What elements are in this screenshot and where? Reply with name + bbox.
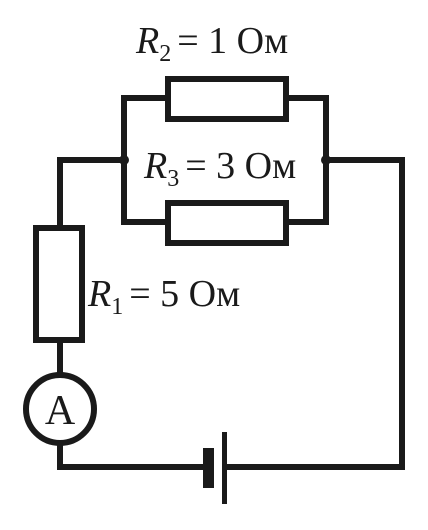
- battery-positive-plate: [222, 432, 227, 504]
- label-r1-value: = 5 Ом: [129, 273, 240, 315]
- label-r1-index: 1: [111, 294, 123, 320]
- wire-right-to-battery: [223, 157, 405, 470]
- junction-node-left: [119, 155, 129, 165]
- label-r3-index: 3: [167, 166, 179, 192]
- label-r3: R3= 3 Ом: [143, 145, 296, 192]
- ammeter-letter: A: [45, 388, 76, 434]
- wire-r3-branch-right: [283, 157, 329, 225]
- battery-negative-plate: [203, 448, 214, 488]
- label-r1: R1= 5 Ом: [87, 273, 240, 320]
- label-r2: R2= 1 Ом: [135, 20, 288, 67]
- battery: [203, 432, 227, 504]
- wire-r2-branch: [121, 95, 171, 163]
- ammeter: A: [23, 372, 97, 446]
- ammeter-circle: [23, 372, 97, 446]
- wire-left-to-r1: [57, 157, 127, 231]
- wires: [57, 95, 405, 470]
- wire-r3-branch: [121, 157, 171, 225]
- resistor-r3: [165, 200, 289, 246]
- label-r1-symbol: R: [87, 273, 111, 315]
- wire-ammeter-to-battery: [57, 440, 209, 470]
- junction-node-right: [321, 155, 331, 165]
- label-r2-value: = 1 Ом: [177, 20, 288, 62]
- resistor-r2: [165, 76, 289, 122]
- label-r3-symbol: R: [143, 145, 167, 187]
- label-r2-symbol: R: [135, 20, 159, 62]
- resistor-r1: [33, 225, 85, 343]
- wire-r2-branch-right: [283, 95, 329, 163]
- label-r2-index: 2: [159, 41, 171, 67]
- label-r3-value: = 3 Ом: [185, 145, 296, 187]
